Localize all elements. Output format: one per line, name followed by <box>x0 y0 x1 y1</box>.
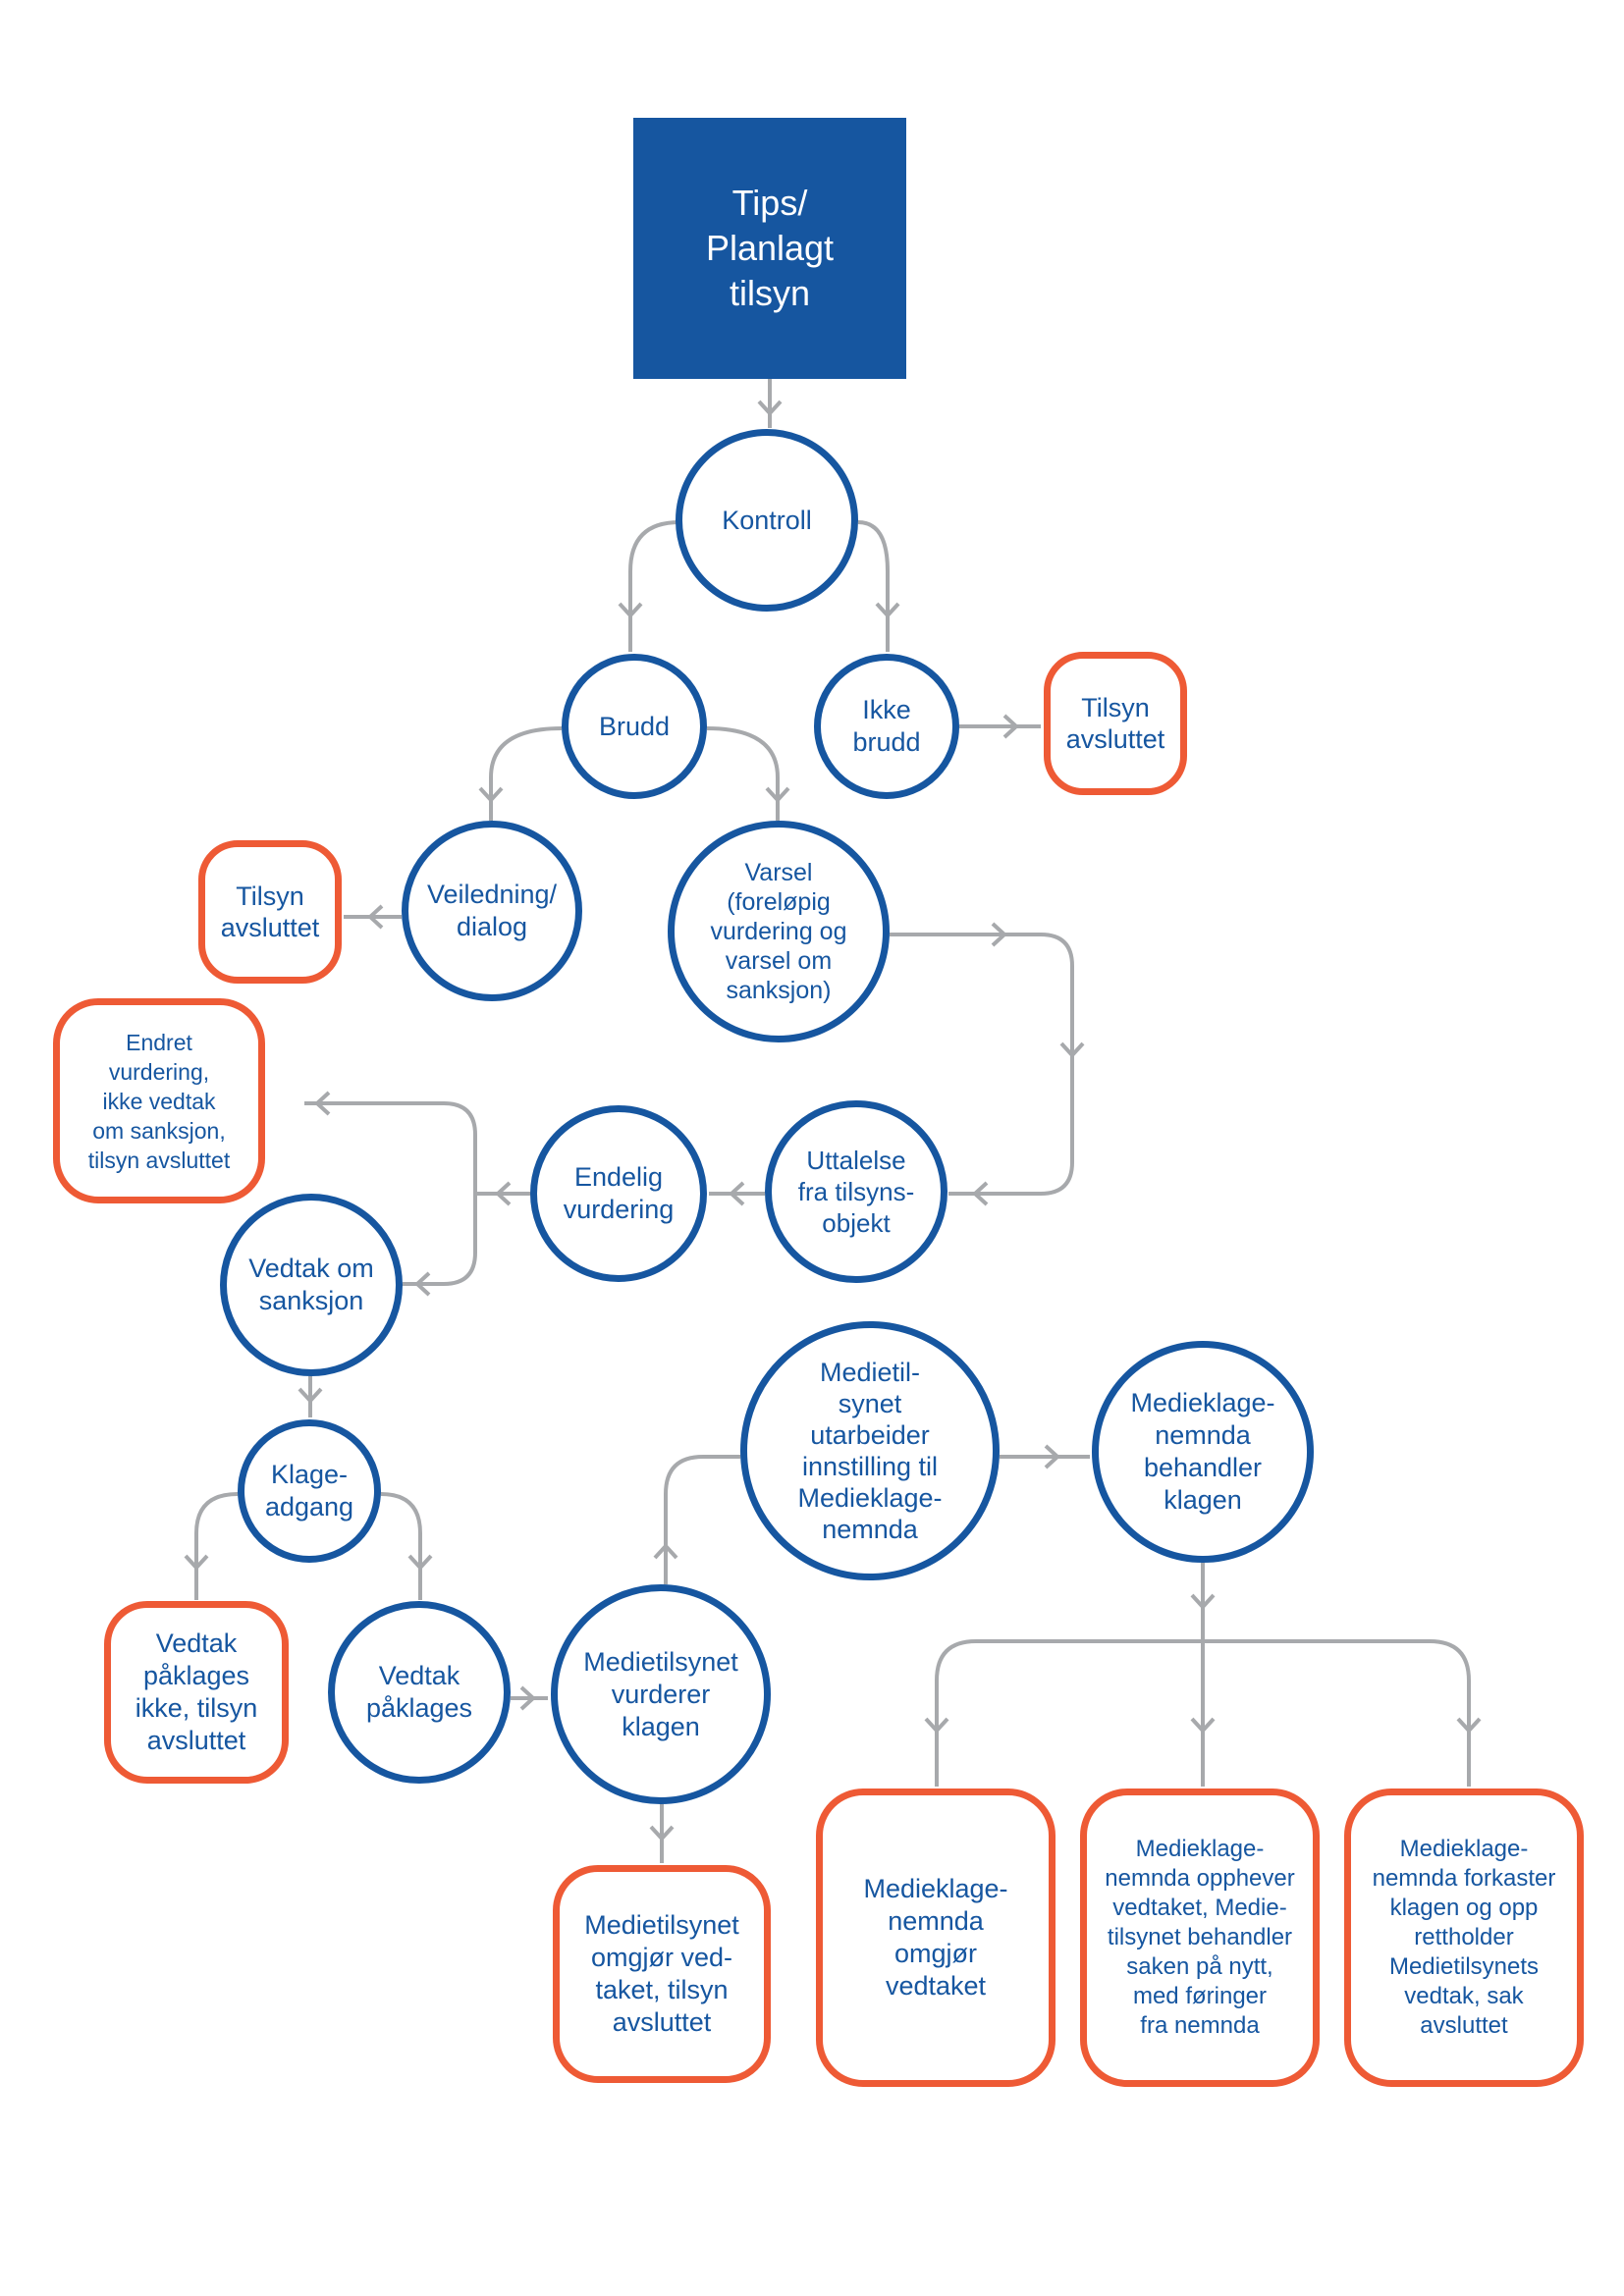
arrowhead-chevron-icon <box>1190 1593 1216 1610</box>
arrowhead-chevron-icon <box>1059 1041 1085 1058</box>
arrowhead-chevron-icon <box>414 1271 431 1297</box>
arrowhead-chevron-icon <box>649 1825 675 1842</box>
arrowhead-chevron-icon <box>184 1554 209 1571</box>
arrowhead-chevron-icon <box>478 786 504 803</box>
node-vedtak-paklages-ikke: Vedtak påklages ikke, tilsyn avsluttet <box>104 1601 289 1784</box>
node-label: Tilsyn avsluttet <box>220 881 320 942</box>
node-mkn-omgjor: Medieklage- nemnda omgjør vedtaket <box>816 1789 1056 2087</box>
arrowhead-chevron-icon <box>729 1181 745 1206</box>
arrowhead-chevron-icon <box>991 922 1007 947</box>
node-mt-utarbeider: Medietil- synet utarbeider innstilling t… <box>740 1321 1000 1580</box>
node-mkn-forkaster: Medieklage- nemnda forkaster klagen og o… <box>1344 1789 1584 2087</box>
node-label: Endret vurdering, ikke vedtak om sanksjo… <box>87 1029 231 1173</box>
node-mkn-behandler: Medieklage- nemnda behandler klagen <box>1092 1341 1314 1563</box>
node-label: Tilsyn avsluttet <box>1065 693 1165 754</box>
connector-mt-vurderer-to-utarbeider <box>664 1455 740 1584</box>
node-label: Brudd <box>598 711 671 741</box>
node-mt-vurderer: Medietilsynet vurderer klagen <box>551 1584 771 1804</box>
node-label: Veiledning/ dialog <box>426 880 558 941</box>
connector-kontroll-to-ikke-brudd <box>857 520 890 652</box>
node-tips-planlagt-tilsyn: Tips/ Planlagt tilsyn <box>633 118 906 379</box>
node-mkn-opphever: Medieklage- nemnda opphever vedtaket, Me… <box>1080 1789 1320 2087</box>
arrowhead-chevron-icon <box>653 1543 678 1560</box>
node-endret-vurdering: Endret vurdering, ikke vedtak om sanksjo… <box>53 998 265 1203</box>
arrowhead-chevron-icon <box>298 1387 323 1404</box>
arrowhead-chevron-icon <box>519 1685 536 1711</box>
arrowhead-chevron-icon <box>765 786 790 803</box>
node-tilsyn-avsluttet-2: Tilsyn avsluttet <box>198 840 342 984</box>
arrowhead-chevron-icon <box>618 602 643 618</box>
arrowhead-chevron-icon <box>495 1181 512 1206</box>
node-label: Medietil- synet utarbeider innstilling t… <box>797 1358 943 1544</box>
node-label: Medieklage- nemnda behandler klagen <box>1130 1388 1275 1515</box>
connector-kontroll-to-brudd <box>628 520 680 652</box>
node-label: Ikke brudd <box>852 695 921 757</box>
connector-brudd-to-varsel <box>706 726 780 821</box>
arrowhead-chevron-icon <box>1002 714 1019 739</box>
arrowhead-chevron-icon <box>924 1717 949 1734</box>
node-uttalelse: Uttalelse fra tilsyns- objekt <box>765 1100 947 1283</box>
arrowhead-chevron-icon <box>875 602 900 618</box>
node-label: Vedtak om sanksjon <box>248 1254 374 1315</box>
node-label: Vedtak påklages <box>365 1661 473 1723</box>
node-brudd: Brudd <box>562 654 707 799</box>
node-vedtak-om-sanksjon: Vedtak om sanksjon <box>220 1194 403 1376</box>
connector-split-horizontal <box>935 1639 1471 1787</box>
node-label: Endelig vurdering <box>563 1162 675 1224</box>
node-label: Vedtak påklages ikke, tilsyn avsluttet <box>135 1629 258 1755</box>
node-label: Klage- adgang <box>264 1460 354 1522</box>
arrowhead-chevron-icon <box>407 1554 433 1571</box>
node-klageadgang: Klage- adgang <box>238 1419 381 1563</box>
connector-varsel-to-uttalelse <box>890 933 1074 1196</box>
node-label: Medieklage- nemnda opphever vedtaket, Me… <box>1105 1836 1295 2039</box>
node-label: Medieklage- nemnda omgjør vedtaket <box>863 1874 1008 2001</box>
node-kontroll: Kontroll <box>676 429 858 612</box>
node-label: Uttalelse fra tilsyns- objekt <box>797 1146 915 1238</box>
node-veiledning-dialog: Veiledning/ dialog <box>402 821 582 1001</box>
arrowhead-chevron-icon <box>1190 1717 1216 1734</box>
arrowhead-chevron-icon <box>314 1091 331 1116</box>
connector-split-to-endret <box>304 1101 477 1286</box>
arrowhead-chevron-icon <box>972 1181 989 1206</box>
node-label: Varsel (foreløpig vurdering og varsel om… <box>710 859 847 1004</box>
connector-brudd-to-veiledning <box>489 726 563 821</box>
arrowhead-chevron-icon <box>367 904 384 930</box>
arrowhead-chevron-icon <box>757 400 783 416</box>
node-endelig-vurdering: Endelig vurdering <box>530 1105 707 1282</box>
node-vedtak-paklages: Vedtak påklages <box>328 1601 511 1784</box>
arrowhead-chevron-icon <box>1044 1444 1060 1469</box>
node-label: Tips/ Planlagt tilsyn <box>705 183 835 313</box>
connector-klage-to-ikke-paklages <box>194 1492 239 1600</box>
node-tilsyn-avsluttet-1: Tilsyn avsluttet <box>1044 652 1187 795</box>
node-label: Medietilsynet vurderer klagen <box>583 1646 738 1741</box>
node-label: Kontroll <box>722 505 812 535</box>
node-mt-omgjor: Medietilsynet omgjør ved- taket, tilsyn … <box>553 1865 771 2083</box>
node-ikke-brudd: Ikke brudd <box>814 654 959 799</box>
arrowhead-chevron-icon <box>1456 1717 1482 1734</box>
node-label: Medietilsynet omgjør ved- taket, tilsyn … <box>584 1910 739 2037</box>
node-varsel: Varsel (foreløpig vurdering og varsel om… <box>668 821 890 1042</box>
node-label: Medieklage- nemnda forkaster klagen og o… <box>1372 1836 1556 2039</box>
connector-klage-to-paklages <box>380 1492 422 1600</box>
